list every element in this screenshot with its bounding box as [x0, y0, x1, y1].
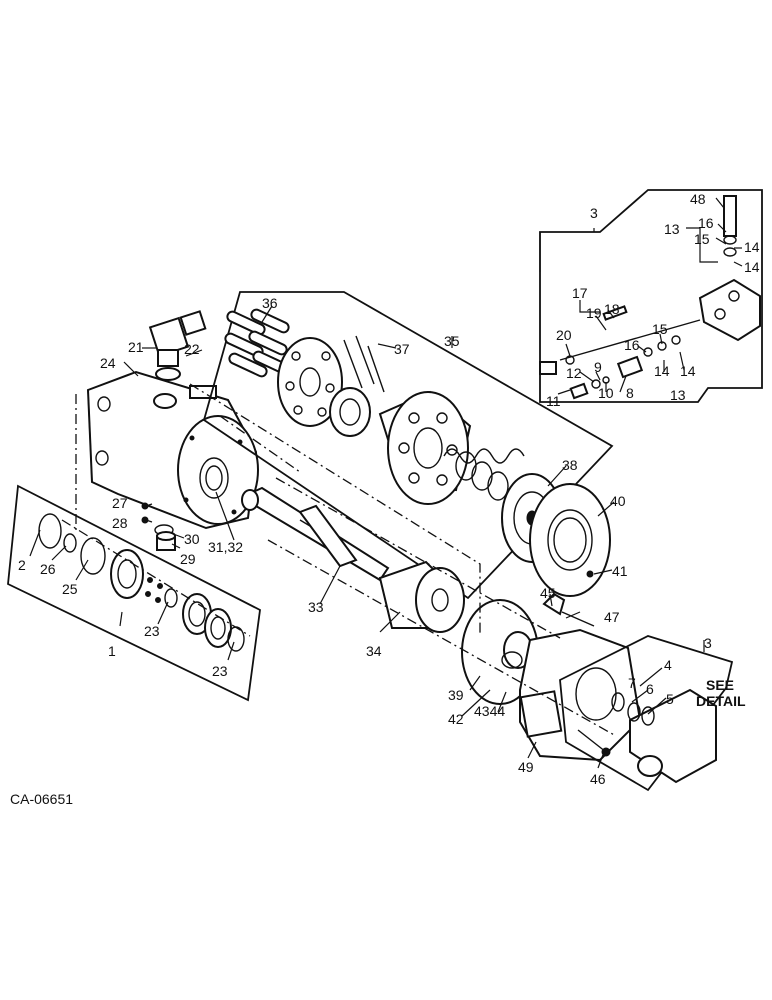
callout-15-b: 15: [652, 321, 668, 337]
callout-13-lower: 13: [670, 387, 686, 403]
callout-23-a: 23: [144, 623, 160, 639]
callout-4: 4: [664, 657, 672, 673]
rear-cover-assembly: [461, 592, 642, 762]
callout-48: 48: [690, 191, 706, 207]
callout-37: 37: [394, 341, 410, 357]
callout-8: 8: [626, 385, 634, 401]
callout-34: 34: [366, 643, 382, 659]
callout-46: 46: [590, 771, 606, 787]
valve-block-lower: [559, 635, 734, 792]
callout-38: 38: [562, 457, 578, 473]
callout-27: 27: [112, 495, 128, 511]
callout-28: 28: [112, 515, 128, 531]
relief-valve-detail: [539, 189, 763, 403]
callout-47: 47: [604, 609, 620, 625]
callout-30: 30: [184, 531, 200, 547]
callout-43-44: 4344: [474, 703, 505, 719]
alignment-lines: [61, 383, 617, 737]
elbow-fitting: [148, 310, 207, 381]
callout-36: 36: [262, 295, 278, 311]
callout-22: 22: [184, 341, 200, 357]
callout-19: 19: [586, 305, 602, 321]
callout-20: 20: [556, 327, 572, 343]
callout-24: 24: [100, 355, 116, 371]
callout-5: 5: [666, 691, 674, 707]
callout-1: 1: [108, 643, 116, 659]
see-detail-line1: SEE: [706, 677, 734, 693]
callout-2: 2: [18, 557, 26, 573]
port-plate-40: [529, 483, 611, 597]
callout-33: 33: [308, 599, 324, 615]
callout-labels: 1 2 3 3 4 5 6 7 8 9 10 11 12 13 13 14 14…: [10, 191, 760, 807]
liner-cylinder: [378, 560, 465, 633]
leader-lines: [29, 197, 743, 769]
drive-shaft: [241, 486, 390, 582]
callout-40: 40: [610, 493, 626, 509]
drawing-code: CA-06651: [10, 791, 73, 807]
callout-7: 7: [628, 675, 636, 691]
callout-16-a: 16: [698, 215, 714, 231]
callout-9: 9: [594, 359, 602, 375]
callout-39: 39: [448, 687, 464, 703]
callout-14-b: 14: [744, 259, 760, 275]
see-detail-line2: DETAIL: [696, 693, 746, 709]
callout-23-b: 23: [212, 663, 228, 679]
callout-11: 11: [546, 393, 561, 409]
callout-16-b: 16: [624, 337, 640, 353]
callout-21: 21: [128, 339, 144, 355]
callout-6: 6: [646, 681, 654, 697]
callout-26: 26: [40, 561, 56, 577]
callout-45: 45: [540, 585, 556, 601]
callout-31-32: 31,32: [208, 539, 243, 555]
callout-18: 18: [604, 301, 620, 317]
callout-29: 29: [180, 551, 196, 567]
callout-12: 12: [566, 365, 582, 381]
callout-41: 41: [612, 563, 628, 579]
callout-14-c: 14: [654, 363, 670, 379]
callout-49: 49: [518, 759, 534, 775]
callout-14-a: 14: [744, 239, 760, 255]
callout-35: 35: [444, 333, 460, 349]
callout-3-lower: 3: [704, 635, 712, 651]
callout-25: 25: [62, 581, 78, 597]
callout-3-top: 3: [590, 205, 598, 221]
callout-42: 42: [448, 711, 464, 727]
callout-17: 17: [572, 285, 588, 301]
callout-13-top: 13: [664, 221, 680, 237]
callout-14-d: 14: [680, 363, 696, 379]
breather-parts: [141, 502, 176, 551]
seal-kit-panel: [7, 484, 261, 702]
callout-10: 10: [598, 385, 614, 401]
callout-15-a: 15: [694, 231, 710, 247]
